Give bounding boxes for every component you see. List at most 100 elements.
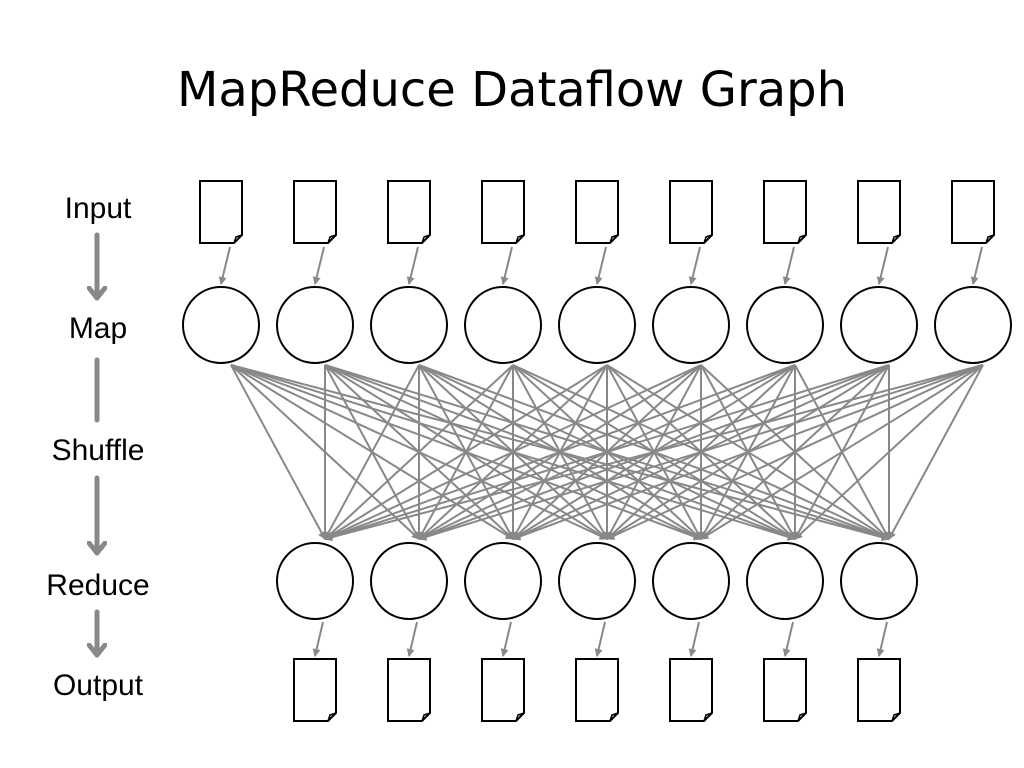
page-fold	[515, 712, 525, 722]
output-edge	[406, 621, 418, 657]
map-node	[558, 286, 636, 364]
output-edge	[500, 621, 512, 657]
output-file-icon	[293, 658, 337, 722]
map-node	[370, 286, 448, 364]
output-edge	[688, 621, 700, 657]
input-file-icon	[763, 180, 807, 244]
stage-label-output: Output	[52, 669, 144, 702]
stage-label-map: Map	[68, 312, 128, 345]
map-node	[276, 286, 354, 364]
shuffle-edge	[324, 364, 890, 541]
output-edge	[594, 621, 606, 657]
shuffle-edge	[418, 364, 984, 541]
input-edge	[970, 246, 983, 285]
page-fold	[327, 712, 337, 722]
map-node	[182, 286, 260, 364]
output-edge	[312, 621, 324, 657]
output-edge	[876, 621, 888, 657]
document-icon	[481, 658, 525, 722]
document-icon	[763, 658, 807, 722]
input-file-icon	[481, 180, 525, 244]
shuffle-edge	[324, 364, 702, 540]
stage-label-input: Input	[64, 192, 132, 225]
shuffle-edge	[794, 364, 984, 540]
reduce-node	[276, 542, 354, 620]
page-fold	[891, 712, 901, 722]
document-icon	[951, 180, 995, 244]
document-icon	[575, 180, 619, 244]
input-edge	[782, 246, 795, 285]
input-file-icon	[857, 180, 901, 244]
page-fold	[703, 712, 713, 722]
shuffle-edge	[606, 364, 984, 540]
page-fold	[609, 234, 619, 244]
map-node	[840, 286, 918, 364]
page-fold	[703, 234, 713, 244]
document-icon	[669, 180, 713, 244]
slide-title: MapReduce Dataflow Graph	[176, 62, 848, 118]
input-file-icon	[951, 180, 995, 244]
reduce-node	[652, 542, 730, 620]
shuffle-edge	[324, 364, 796, 541]
page-fold	[797, 234, 807, 244]
input-edge	[688, 246, 701, 285]
input-file-icon	[669, 180, 713, 244]
document-icon	[857, 180, 901, 244]
input-edge	[500, 246, 513, 285]
shuffle-edge	[324, 364, 984, 542]
stage-label-shuffle: Shuffle	[51, 434, 145, 467]
document-icon	[199, 180, 243, 244]
input-file-icon	[293, 180, 337, 244]
reduce-node	[558, 542, 636, 620]
io-edges	[218, 246, 983, 657]
document-icon	[481, 180, 525, 244]
reduce-node	[464, 542, 542, 620]
page-fold	[985, 234, 995, 244]
input-edge	[218, 246, 231, 285]
output-file-icon	[669, 658, 713, 722]
page-fold	[421, 234, 431, 244]
output-file-icon	[575, 658, 619, 722]
shuffle-edges	[230, 364, 984, 542]
document-icon	[387, 180, 431, 244]
page-fold	[891, 234, 901, 244]
page-fold	[233, 234, 243, 244]
input-edge	[406, 246, 419, 285]
map-node	[652, 286, 730, 364]
document-icon	[575, 658, 619, 722]
input-file-icon	[575, 180, 619, 244]
page-fold	[421, 712, 431, 722]
reduce-node	[840, 542, 918, 620]
shuffle-edge	[324, 364, 514, 540]
output-edge	[782, 621, 794, 657]
shuffle-edge	[512, 364, 984, 541]
input-edge	[312, 246, 325, 285]
document-icon	[669, 658, 713, 722]
map-node	[934, 286, 1012, 364]
input-file-icon	[387, 180, 431, 244]
document-icon	[293, 180, 337, 244]
document-icon	[387, 658, 431, 722]
output-file-icon	[481, 658, 525, 722]
shuffle-edge	[324, 364, 608, 540]
output-file-icon	[857, 658, 901, 722]
page-fold	[609, 712, 619, 722]
shuffle-edge	[230, 364, 326, 540]
shuffle-edge	[888, 364, 984, 540]
shuffle-edge	[700, 364, 984, 540]
page-fold	[327, 234, 337, 244]
map-node	[464, 286, 542, 364]
reduce-node	[370, 542, 448, 620]
document-icon	[293, 658, 337, 722]
input-file-icon	[199, 180, 243, 244]
input-edge	[594, 246, 607, 285]
output-file-icon	[763, 658, 807, 722]
document-icon	[763, 180, 807, 244]
stage-label-reduce: Reduce	[46, 569, 150, 602]
shuffle-edge	[324, 364, 420, 540]
page-fold	[515, 234, 525, 244]
output-file-icon	[387, 658, 431, 722]
document-icon	[857, 658, 901, 722]
